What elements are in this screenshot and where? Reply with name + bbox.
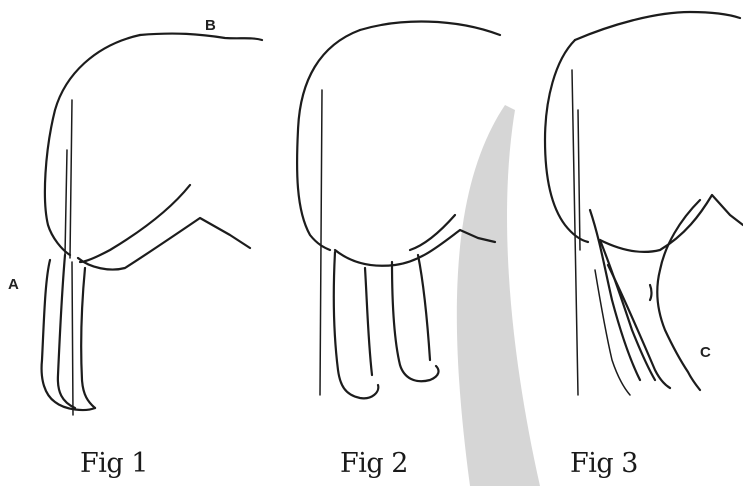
label-a: A <box>8 276 19 293</box>
figure-1-caption: Fig 1 <box>80 448 148 479</box>
label-b: B <box>205 17 216 34</box>
figure-3-caption: Fig 3 <box>570 448 638 479</box>
figure-2-caption: Fig 2 <box>340 448 408 479</box>
watermark-arc <box>457 105 540 486</box>
figure-3-drawing <box>545 12 743 395</box>
figure-1-drawing <box>42 34 262 415</box>
label-c: C <box>700 344 711 361</box>
